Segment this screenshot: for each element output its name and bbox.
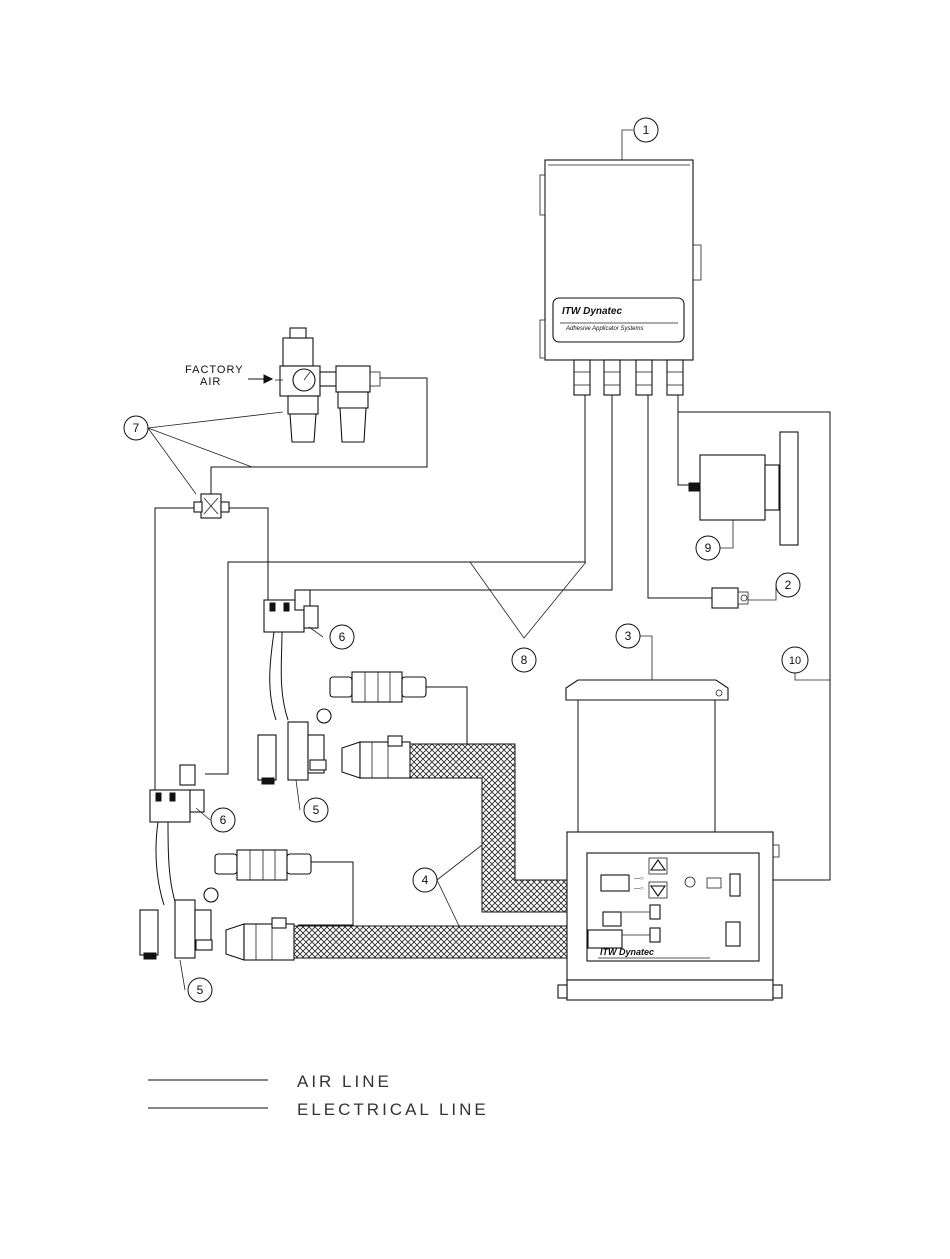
balloon-8: 8 <box>512 648 536 672</box>
legend-air-line: AIR LINE <box>297 1072 392 1091</box>
tee-fitting <box>194 494 229 518</box>
svg-text:—○: —○ <box>634 876 644 882</box>
balloon-7: 7 <box>124 416 148 440</box>
balloon-4: 4 <box>413 868 437 892</box>
legend-electrical-line: ELECTRICAL LINE <box>297 1100 489 1119</box>
electrical-connector-upper <box>330 672 467 745</box>
controller-subtitle: Adhesive Applicator Systems <box>565 326 643 332</box>
filter-regulator <box>275 328 380 442</box>
legend: AIR LINE ELECTRICAL LINE <box>148 1072 489 1119</box>
svg-text:9: 9 <box>705 541 712 555</box>
svg-text:—○: —○ <box>634 886 644 892</box>
product-detector <box>712 588 748 608</box>
balloon-2: 2 <box>776 573 800 597</box>
solenoid-valve-lower <box>150 765 204 905</box>
itw-dynatec-logo: ITW Dynatec <box>562 306 622 317</box>
svg-text:1: 1 <box>643 123 650 137</box>
hose-fitting-upper <box>342 736 410 778</box>
svg-text:5: 5 <box>197 983 204 997</box>
balloon-6-lower: 6 <box>211 808 235 832</box>
svg-text:3: 3 <box>625 629 632 643</box>
svg-text:4: 4 <box>422 873 429 887</box>
hose-fitting-lower <box>226 918 294 960</box>
electrical-connector-lower <box>215 850 353 925</box>
pattern-controller-box: ITW Dynatec Adhesive Applicator Systems <box>540 160 701 395</box>
svg-text:7: 7 <box>133 421 140 435</box>
svg-text:ITW Dynatec: ITW Dynatec <box>600 947 654 957</box>
applicator-head-lower <box>140 888 218 959</box>
balloon-5-upper: 5 <box>304 798 328 822</box>
svg-text:5: 5 <box>313 803 320 817</box>
svg-text:8: 8 <box>521 653 528 667</box>
balloon-3: 3 <box>616 624 640 648</box>
svg-text:6: 6 <box>339 630 346 644</box>
balloon-6-upper: 6 <box>330 625 354 649</box>
encoder-assembly <box>689 432 798 545</box>
balloon-9: 9 <box>696 536 720 560</box>
heated-hose-lower <box>294 926 568 958</box>
balloon-1: 1 <box>634 118 658 142</box>
hot-melt-unit: —○ —○ ITW Dynatec <box>558 680 782 1000</box>
applicator-head-upper <box>258 709 331 784</box>
svg-text:ITW Dynatec: ITW Dynatec <box>562 306 622 317</box>
svg-text:2: 2 <box>785 578 792 592</box>
melter-logo: ITW Dynatec <box>600 947 654 957</box>
svg-text:10: 10 <box>789 655 801 667</box>
svg-text:6: 6 <box>220 813 227 827</box>
solenoid-valve-upper <box>264 590 318 720</box>
balloon-10: 10 <box>782 647 808 673</box>
balloon-5-lower: 5 <box>188 978 212 1002</box>
controller-connectors <box>574 360 683 395</box>
factory-air-label: FACTORY <box>185 364 244 376</box>
factory-air-label-2: AIR <box>200 376 221 388</box>
